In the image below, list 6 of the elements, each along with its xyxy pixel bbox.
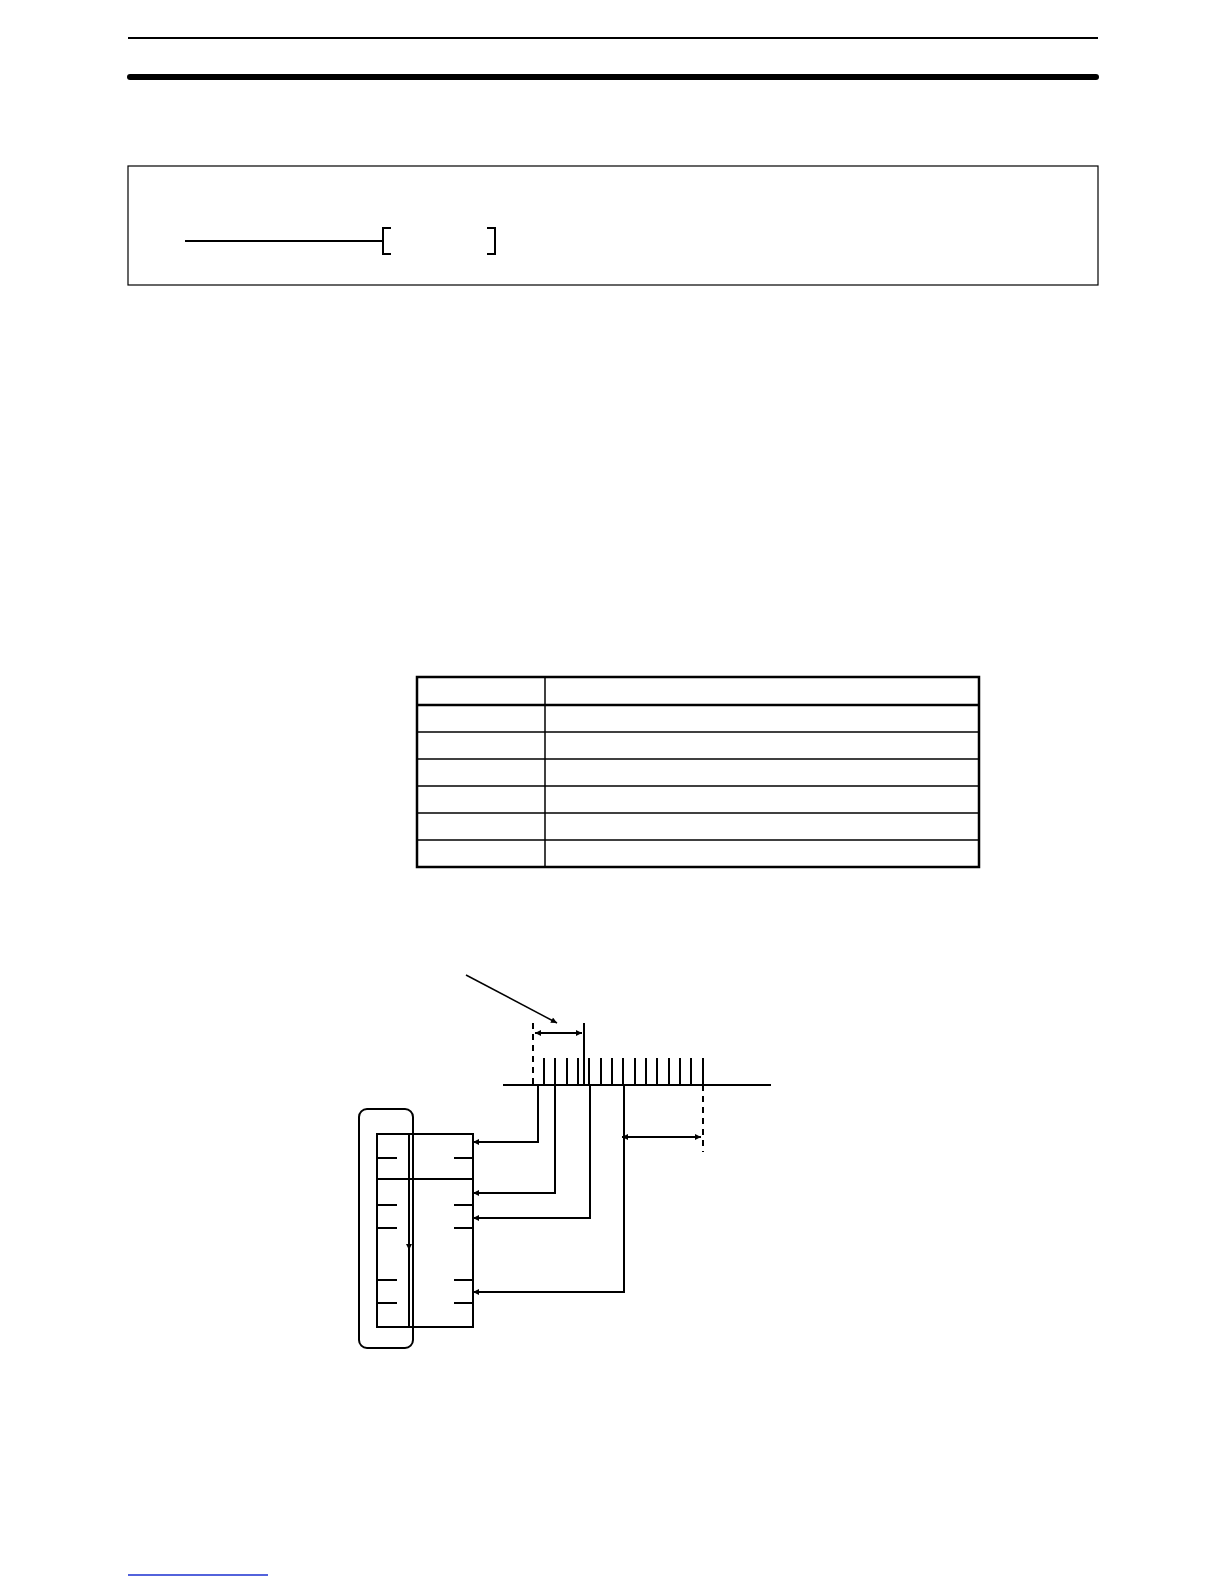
arrow — [472, 1084, 591, 1221]
memory-area-box — [376, 1133, 474, 1328]
arrow — [472, 1084, 556, 1196]
pulse-train-drawing — [502, 1057, 772, 1086]
arrow — [472, 1084, 625, 1295]
arrow — [472, 1084, 539, 1145]
